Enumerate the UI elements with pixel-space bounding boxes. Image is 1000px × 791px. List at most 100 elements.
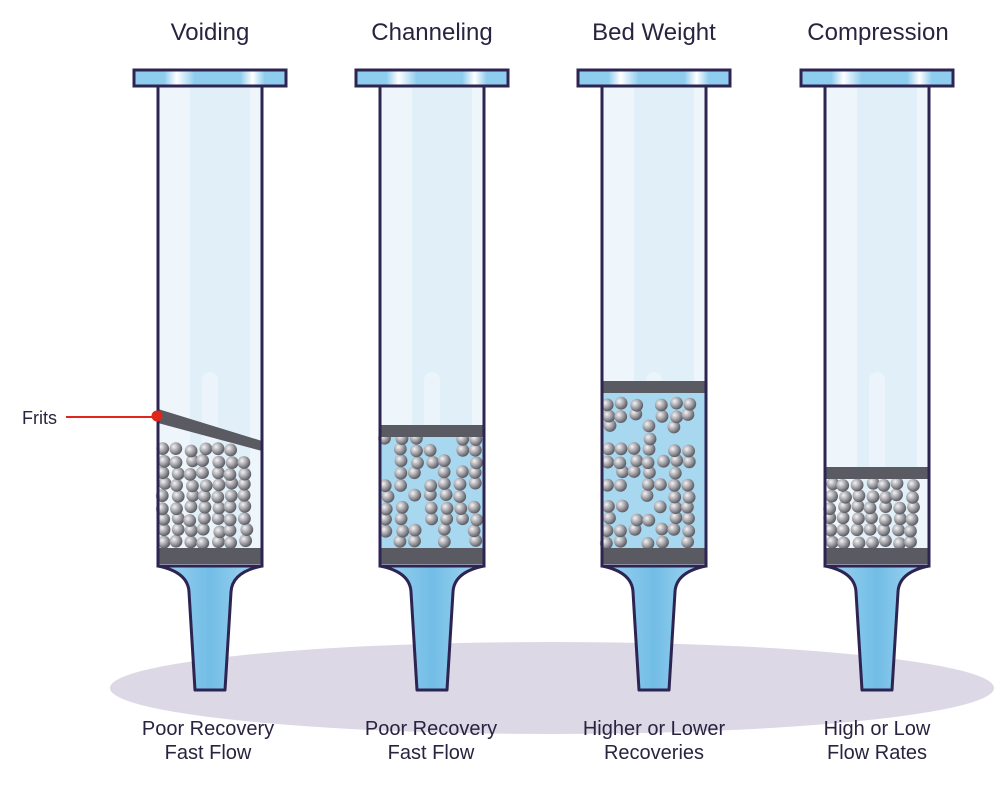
sorbent-bead xyxy=(630,513,644,527)
sorbent-bead xyxy=(468,476,482,490)
sorbent-bead xyxy=(851,499,865,513)
barrel-flange xyxy=(132,68,288,88)
sorbent-bead xyxy=(223,513,237,527)
sorbent-bead xyxy=(468,443,482,457)
sorbent-bead xyxy=(904,535,917,549)
sorbent-bead xyxy=(600,398,614,412)
sorbent-bead xyxy=(213,525,227,539)
sorbent-bead xyxy=(670,396,683,410)
sorbent-bead xyxy=(668,478,681,492)
sorbent-bead xyxy=(866,476,880,490)
sorbent-bead xyxy=(393,535,407,548)
sorbent-bead xyxy=(211,512,225,525)
sorbent-bead xyxy=(640,489,654,502)
sorbent-bead xyxy=(237,456,251,469)
callout-marker-dot xyxy=(151,410,163,422)
sorbent-bead xyxy=(602,442,615,456)
sorbent-bead xyxy=(470,513,484,527)
sorbent-bead xyxy=(614,410,628,423)
sorbent-bead xyxy=(601,455,615,469)
sorbent-bead xyxy=(440,512,454,526)
cartridge-bed-weight xyxy=(576,68,732,692)
sorbent-bead xyxy=(379,502,393,516)
sorbent-bead xyxy=(600,524,614,537)
sorbent-bead xyxy=(826,477,840,491)
sorbent-bead xyxy=(602,409,616,423)
sorbent-bead xyxy=(879,513,892,527)
sorbent-bead xyxy=(186,489,200,502)
sorbent-bead xyxy=(223,468,237,481)
sorbent-bead xyxy=(825,489,838,503)
sorbent-bead xyxy=(379,512,392,526)
sorbent-bead xyxy=(852,489,866,503)
sorbent-bead xyxy=(681,535,694,549)
column-caption-line1: High or Low xyxy=(824,718,931,740)
sorbent-bead xyxy=(425,512,438,526)
sorbent-bed xyxy=(378,431,484,549)
sorbent-bead xyxy=(199,479,213,492)
sorbent-bead xyxy=(630,454,644,468)
sorbent-bead xyxy=(602,500,615,513)
sorbent-bead xyxy=(157,455,171,468)
sorbent-bead xyxy=(424,501,438,515)
sorbent-bead xyxy=(670,454,684,467)
sorbent-bead xyxy=(211,490,225,504)
sorbent-bead xyxy=(196,454,210,467)
sorbent-bead xyxy=(171,467,185,481)
sorbent-bead xyxy=(423,443,437,457)
sorbent-bead xyxy=(196,466,209,479)
sorbent-bead xyxy=(437,535,451,549)
sorbent-bead xyxy=(408,488,422,502)
sorbent-bead xyxy=(655,409,669,423)
sorbent-bead xyxy=(169,456,183,469)
sorbent-bead xyxy=(211,466,225,480)
sorbent-bead xyxy=(904,524,917,538)
sorbent-bead xyxy=(393,442,407,456)
sorbent-bead xyxy=(454,502,468,515)
sorbent-bead xyxy=(907,500,920,514)
sorbent-bead xyxy=(667,522,681,536)
bottom-frit xyxy=(380,548,484,564)
sorbent-bead xyxy=(838,500,851,514)
sorbent-bead xyxy=(410,444,423,458)
sorbent-bead xyxy=(468,466,482,479)
sorbent-bead xyxy=(424,479,438,493)
sorbent-bead xyxy=(627,465,641,478)
sorbent-bead xyxy=(905,513,919,526)
sorbent-bead xyxy=(411,456,424,470)
sorbent-bead xyxy=(850,523,864,537)
sorbent-bead xyxy=(184,535,198,549)
sorbent-bead xyxy=(408,534,421,548)
sorbent-bead xyxy=(601,478,614,492)
sorbent-bead xyxy=(437,477,451,490)
barrel-flange xyxy=(354,68,510,88)
sorbent-bead xyxy=(184,500,198,514)
sorbent-bead xyxy=(197,511,211,525)
sorbent-bead xyxy=(223,500,237,514)
column-title: Channeling xyxy=(371,19,492,46)
sorbent-bead xyxy=(682,512,695,525)
top-frit xyxy=(380,425,484,437)
sorbent-bead xyxy=(183,468,197,481)
column-title: Compression xyxy=(807,19,948,46)
sorbent-bead xyxy=(655,522,669,536)
sorbent-bead xyxy=(668,444,681,458)
sorbent-bead xyxy=(170,478,184,492)
sorbent-bead xyxy=(836,479,850,492)
sorbent-bead xyxy=(456,443,470,457)
sorbent-bead xyxy=(656,535,669,549)
sorbent-bead xyxy=(437,522,451,536)
sorbent-bead xyxy=(240,523,254,536)
sorbent-bed xyxy=(823,476,920,550)
sorbent-bead xyxy=(224,443,238,457)
sorbent-bead xyxy=(171,511,185,525)
sorbent-bead xyxy=(408,466,421,480)
column-caption-line2: Fast Flow xyxy=(165,742,252,764)
sorbent-bead xyxy=(614,524,627,538)
sorbent-bead xyxy=(824,523,838,537)
sorbent-bead xyxy=(212,455,226,469)
sorbent-bead xyxy=(630,398,644,412)
sorbent-bead xyxy=(906,491,919,504)
top-frit xyxy=(602,381,706,393)
sorbent-bead xyxy=(866,536,879,549)
